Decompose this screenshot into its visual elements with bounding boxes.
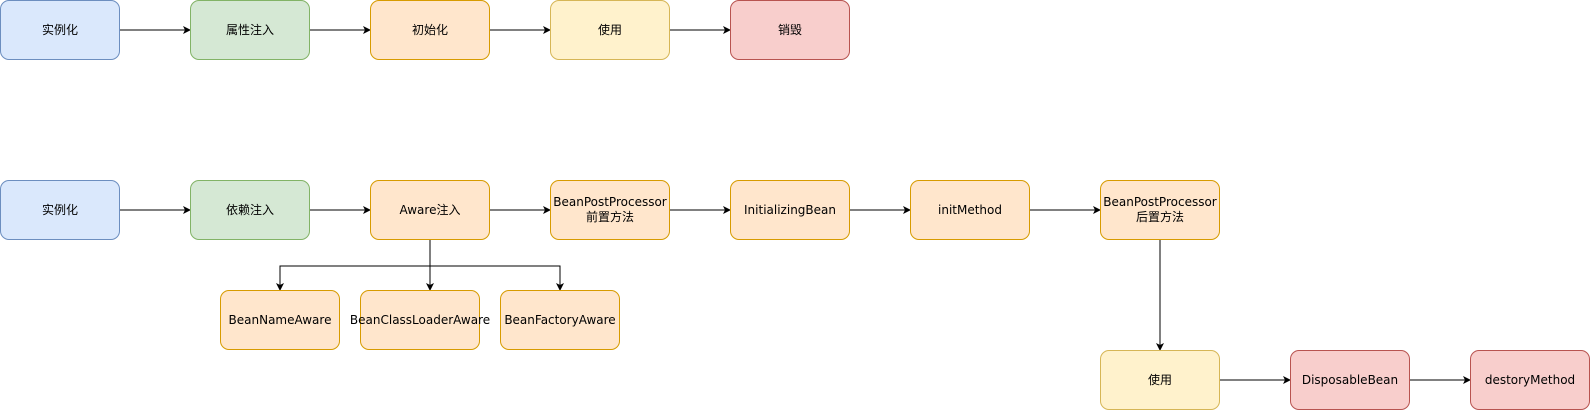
node-simple-populate: 属性注入 xyxy=(190,0,310,60)
node-use: 使用 xyxy=(1100,350,1220,410)
node-simple-initialize: 初始化 xyxy=(370,0,490,60)
node-bean-class-loader-aware: BeanClassLoaderAware xyxy=(350,290,490,350)
node-bean-name-aware: BeanNameAware xyxy=(220,290,340,350)
node-aware-injection: Aware注入 xyxy=(370,180,490,240)
node-dependency-injection: 依赖注入 xyxy=(190,180,310,240)
node-bpp-before: BeanPostProcessor 前置方法 xyxy=(550,180,670,240)
node-destroy-method: destoryMethod xyxy=(1470,350,1590,410)
arrow-aware-branch-left xyxy=(276,265,430,291)
node-simple-use: 使用 xyxy=(550,0,670,60)
arrow-aware-branch-right xyxy=(430,265,564,291)
node-init-method: initMethod xyxy=(910,180,1030,240)
node-bpp-after: BeanPostProcessor 后置方法 xyxy=(1100,180,1220,240)
node-simple-instantiate: 实例化 xyxy=(0,0,120,60)
node-initializing-bean: InitializingBean xyxy=(730,180,850,240)
node-simple-destroy: 销毁 xyxy=(730,0,850,60)
node-disposable-bean: DisposableBean xyxy=(1290,350,1410,410)
node-bean-factory-aware: BeanFactoryAware xyxy=(500,290,620,350)
node-instantiate: 实例化 xyxy=(0,180,120,240)
